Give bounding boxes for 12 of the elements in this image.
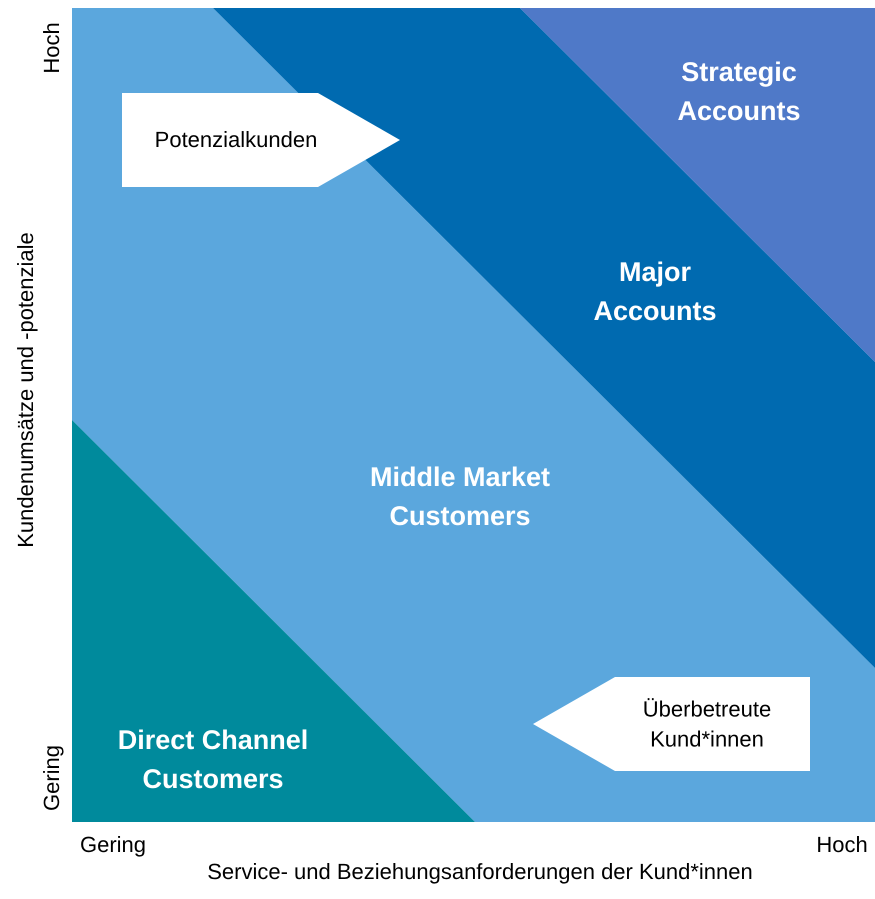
axis-tick-label: Gering [80, 832, 146, 858]
segment-label: Major Accounts [592, 256, 718, 328]
arrow-label: Überbetreute Kund*innen [642, 695, 772, 753]
axis-tick-label: Hoch [39, 22, 65, 74]
segment-label: Middle Market Customers [368, 460, 552, 533]
axis-title: Service- und Beziehungsanforderungen der Kund*innen [206, 858, 754, 886]
segment-label: Direct Channel Customers [116, 724, 310, 796]
arrow-label: Potenzialkunden [154, 126, 318, 154]
axis-tick-label: Hoch [816, 832, 868, 858]
segment-label: Strategic Accounts [676, 56, 802, 128]
axis-tick-label: Gering [39, 744, 65, 812]
axis-title: Kundenumsätze und -potenziale [13, 232, 39, 548]
